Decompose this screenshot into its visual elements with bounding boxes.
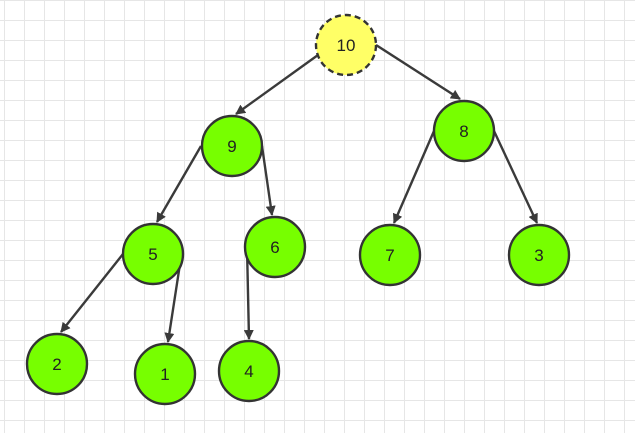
node-circle-4 [217,339,281,403]
edge-n10-n8 [375,43,461,101]
tree-node-5[interactable]: 5 [121,222,185,286]
tree-node-10[interactable]: 10 [314,13,378,77]
node-circle-5 [121,222,185,286]
node-label-1: 1 [160,365,169,384]
edge-n9-n5 [155,145,203,223]
node-circle-9 [200,114,264,178]
node-circle-6 [243,215,307,279]
edge-n8-n3 [492,130,539,224]
edge-n10-n9 [235,54,319,115]
node-label-8: 8 [459,122,468,141]
tree-node-4[interactable]: 4 [217,339,281,403]
edge-n9-n6 [260,145,276,216]
node-circle-1 [133,342,197,406]
node-label-5: 5 [148,245,157,264]
edge-n5-n1 [164,263,182,343]
edge-n6-n4 [243,246,254,340]
node-label-10: 10 [337,36,356,55]
tree-node-9[interactable]: 9 [200,114,264,178]
node-circle-10 [314,13,378,77]
node-label-4: 4 [244,362,253,381]
node-circle-7 [358,223,422,287]
node-label-6: 6 [270,238,279,257]
tree-node-7[interactable]: 7 [358,223,422,287]
tree-node-2[interactable]: 2 [25,332,89,396]
edge-n5-n2 [60,253,124,333]
node-label-3: 3 [534,246,543,265]
node-label-9: 9 [227,137,236,156]
node-label-2: 2 [52,355,61,374]
tree-node-3[interactable]: 3 [507,223,571,287]
node-circle-2 [25,332,89,396]
node-circle-8 [432,99,496,163]
edge-n8-n7 [392,130,436,224]
node-circle-3 [507,223,571,287]
tree-node-1[interactable]: 1 [133,342,197,406]
tree-node-6[interactable]: 6 [243,215,307,279]
tree-node-8[interactable]: 8 [432,99,496,163]
node-label-7: 7 [385,246,394,265]
